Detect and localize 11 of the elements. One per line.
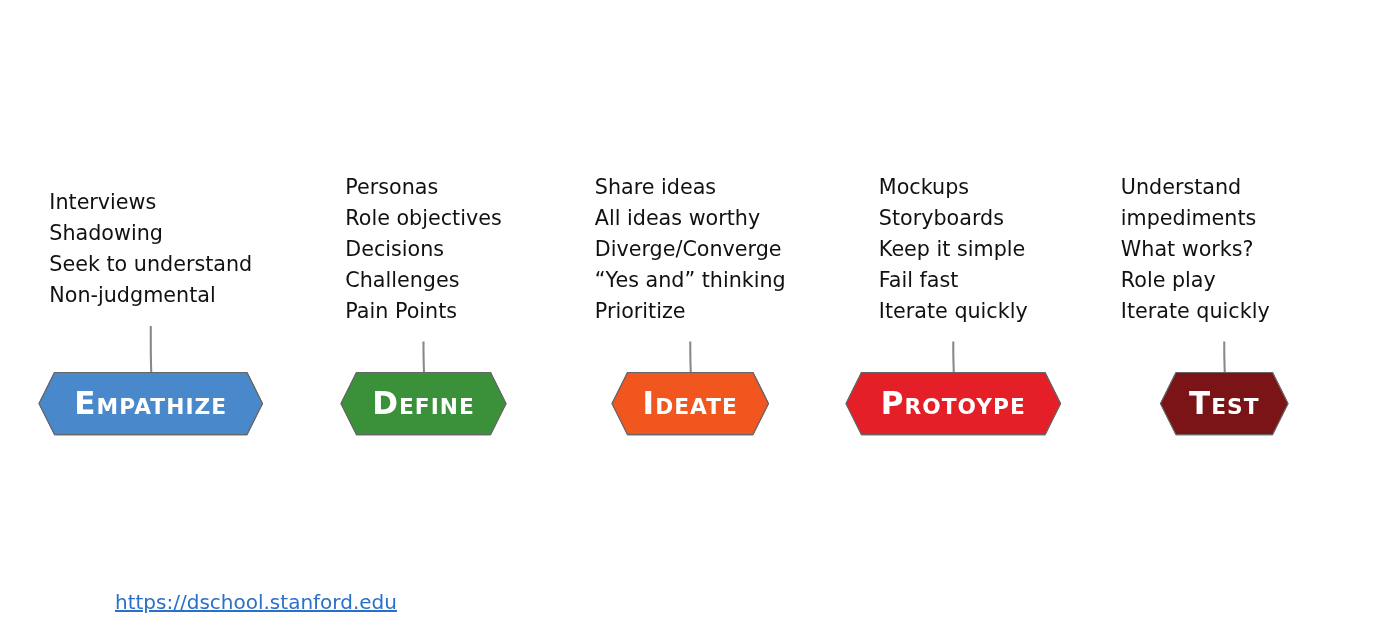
node-text: Mockups Storyboards Keep it simple Fail fast Iterate quickly bbox=[878, 173, 1028, 323]
node-text: Share ideas All ideas worthy Diverge/Converge “Yes and” thinking Prioritize bbox=[594, 173, 786, 323]
node-text: Interviews Shadowing Seek to understand Non-judgmental bbox=[49, 189, 253, 308]
connector bbox=[149, 326, 153, 374]
link-text: https://dschool.stanford.edu bbox=[115, 590, 397, 614]
node-text: Personas Role objectives Decisions Challenges Pain Points bbox=[345, 173, 502, 323]
connector bbox=[689, 341, 692, 374]
connector bbox=[1223, 341, 1226, 374]
connector bbox=[952, 341, 955, 374]
connector bbox=[422, 341, 426, 374]
node-text: Understand impediments What works? Role play Iterate quickly bbox=[1120, 173, 1270, 323]
